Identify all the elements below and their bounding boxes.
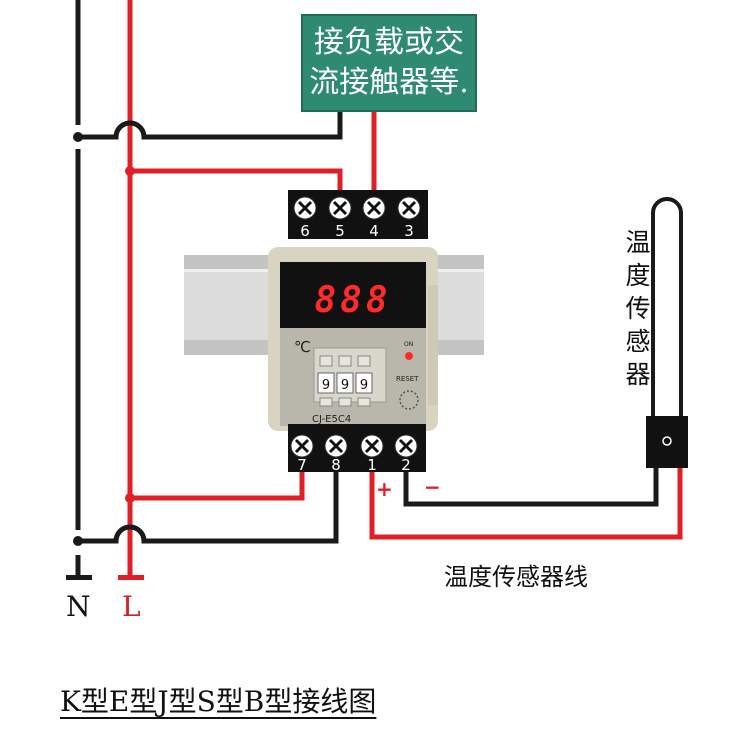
plus-sign: + bbox=[376, 477, 393, 501]
terminal-screw bbox=[293, 196, 317, 220]
dial-digit-1: 9 bbox=[322, 378, 330, 393]
sensor-positive-wire bbox=[369, 468, 683, 540]
terminal-screw bbox=[290, 434, 314, 458]
load-note-box: 接负载或交 流接触器等. bbox=[301, 14, 477, 112]
reset-label: RESET bbox=[396, 375, 419, 383]
terminal-number: 3 bbox=[404, 222, 414, 240]
terminal-screw bbox=[394, 434, 418, 458]
terminal-screw bbox=[328, 196, 352, 220]
neutral-terminal-mark bbox=[66, 575, 92, 580]
terminal-screw bbox=[362, 196, 386, 220]
terminal-8-wire bbox=[73, 472, 339, 546]
temperature-sensor bbox=[646, 197, 688, 468]
minus-sign: − bbox=[424, 475, 441, 499]
terminal-number: 7 bbox=[297, 456, 307, 474]
sensor-label-char: 度 bbox=[625, 261, 651, 290]
sensor-label-char: 传 bbox=[625, 294, 651, 323]
sensor-label-char: 器 bbox=[625, 360, 651, 389]
terminal-5-wire bbox=[125, 166, 343, 197]
model-label: CJ-E5C4 bbox=[312, 414, 351, 425]
dial-digit-2: 9 bbox=[341, 378, 349, 393]
load-note-line-1: 接负载或交 bbox=[314, 25, 464, 60]
sensor-label-char: 感 bbox=[625, 327, 651, 356]
sensor-label-char: 温 bbox=[625, 228, 651, 257]
terminal-number: 6 bbox=[300, 222, 310, 240]
sensor-wire-label: 温度传感器线 bbox=[444, 563, 588, 591]
terminal-number: 8 bbox=[331, 456, 341, 474]
neutral-label: N bbox=[66, 590, 91, 623]
terminal-7-wire bbox=[125, 472, 305, 503]
sensor-label: 温 度 传 感 器 bbox=[618, 226, 658, 391]
led-display: 888 bbox=[314, 280, 391, 321]
on-label: ON bbox=[404, 341, 413, 348]
terminal-screw bbox=[324, 434, 348, 458]
terminal-number: 5 bbox=[335, 222, 345, 240]
terminal-screw bbox=[360, 434, 384, 458]
controller-body bbox=[268, 247, 438, 431]
top-terminal-block: 6 5 4 3 bbox=[288, 190, 428, 240]
diagram-caption: K型E型J型S型B型接线图 bbox=[60, 685, 377, 718]
line-terminal-mark bbox=[118, 575, 144, 580]
unit-label: ℃ bbox=[294, 338, 311, 356]
terminal-number: 1 bbox=[367, 456, 377, 474]
terminal-screw bbox=[397, 196, 421, 220]
dial-digit-3: 9 bbox=[360, 378, 368, 393]
sensor-negative-wire bbox=[403, 468, 659, 507]
terminal-number: 4 bbox=[369, 222, 379, 240]
line-label: L bbox=[122, 590, 141, 623]
bottom-terminal-block: 7 8 1 2 bbox=[288, 424, 426, 474]
terminal-number: 2 bbox=[401, 456, 411, 474]
load-note-line-2: 流接触器等. bbox=[309, 65, 469, 100]
load-neutral-wire bbox=[73, 112, 343, 142]
